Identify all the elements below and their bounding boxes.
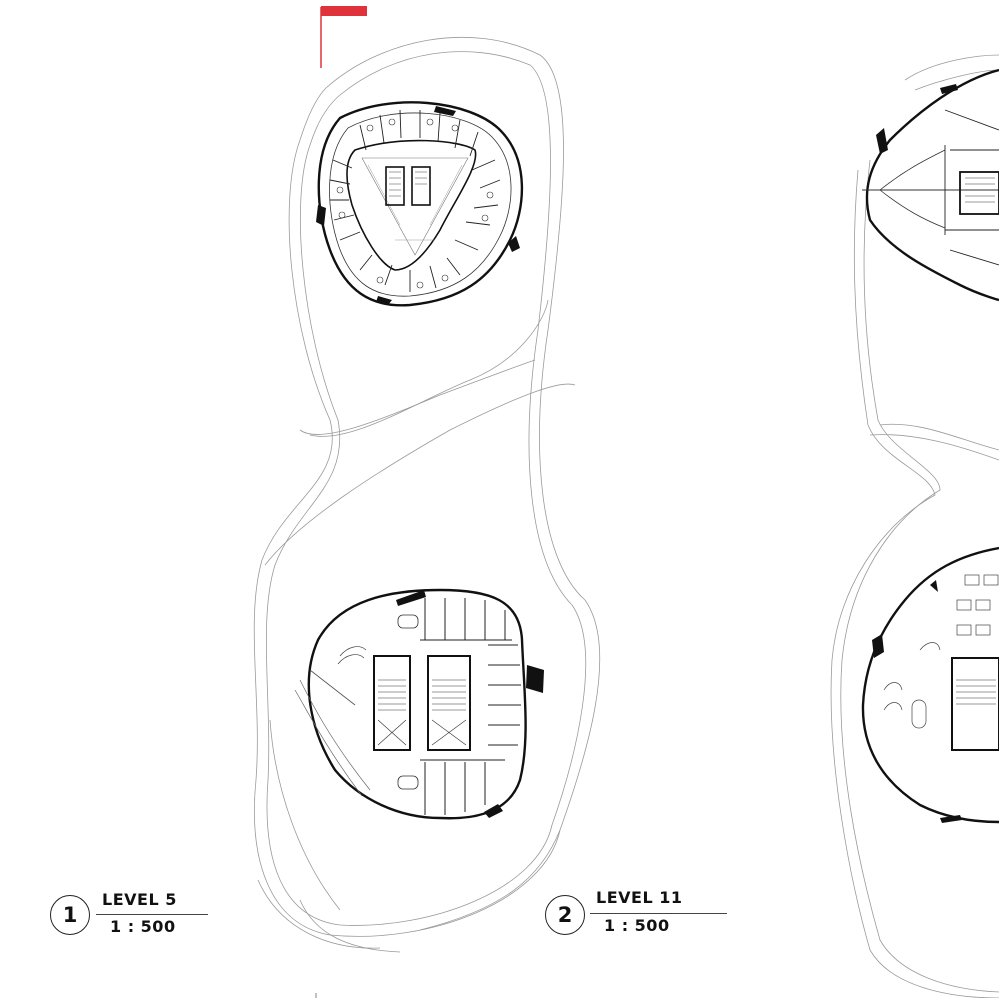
drawing-number-badge: 1: [50, 895, 90, 935]
floor-plate-upper-2: [861, 68, 999, 302]
tower-outline-1: [253, 37, 601, 953]
floor-plate-lower-2: [861, 546, 999, 824]
drawing-title: LEVEL 5: [102, 890, 177, 909]
drawing-number: 1: [62, 903, 78, 927]
title-underline: [96, 914, 208, 915]
tower-outline-2: [830, 54, 999, 998]
floor-plate-lower-1: [294, 588, 544, 820]
drawing-number-badge: 2: [545, 895, 585, 935]
title-underline: [590, 913, 727, 914]
drawing-scale: 1 : 500: [110, 917, 176, 936]
drawing-number: 2: [557, 903, 573, 927]
section-marker-flag: [320, 6, 367, 68]
floor-plate-upper-1: [316, 101, 524, 307]
drawing-scale: 1 : 500: [604, 916, 670, 935]
drawing-title: LEVEL 11: [596, 888, 683, 907]
